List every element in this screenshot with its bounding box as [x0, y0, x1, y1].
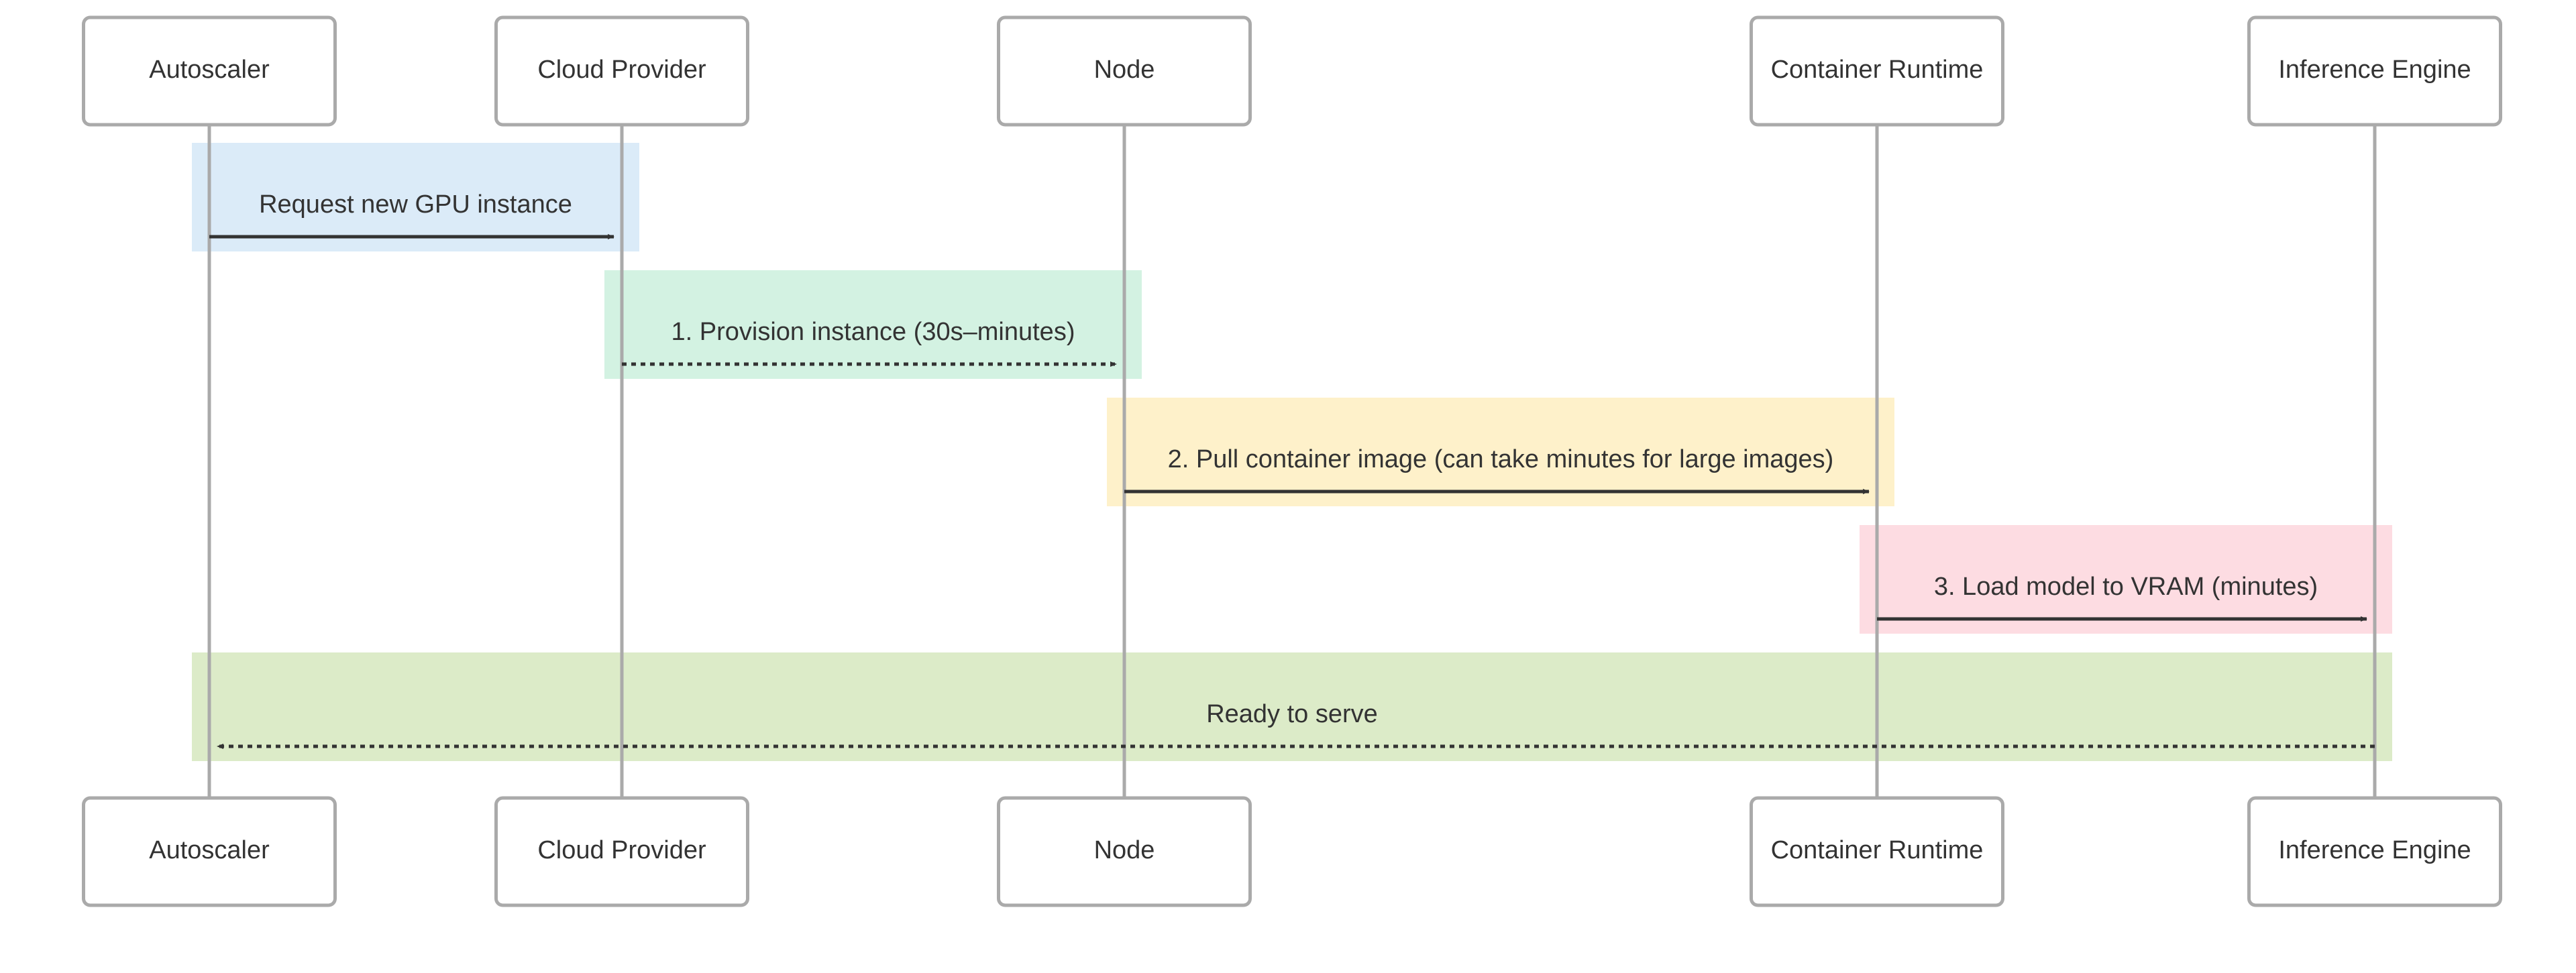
message-highlight [1107, 398, 1894, 506]
actor-box-frame [997, 15, 1252, 127]
lifelines-layer [207, 125, 2377, 798]
actor-label: Autoscaler [149, 56, 270, 84]
actor-box-autoscaler-bottom: Autoscaler [82, 796, 337, 907]
actor-label: Node [1094, 56, 1155, 84]
actor-box-frame [82, 796, 337, 907]
actor-box-frame [997, 796, 1252, 907]
message-highlight [1860, 525, 2392, 634]
message-label: Ready to serve [1206, 700, 1378, 728]
actor-box-node-bottom: Node [997, 796, 1252, 907]
actor-box-frame [494, 15, 749, 127]
actor-label: Inference Engine [2278, 836, 2471, 864]
message-highlight [192, 652, 2392, 761]
actor-label: Cloud Provider [537, 56, 706, 84]
actor-box-frame [494, 796, 749, 907]
actor-label: Node [1094, 836, 1155, 864]
messages-layer: Request new GPU instance 1. Provision ins… [209, 190, 2375, 749]
actor-box-cloud-provider-top: Cloud Provider [494, 15, 749, 127]
actor-label: Cloud Provider [537, 836, 706, 864]
actor-box-container-runtime-bottom: Container Runtime [1750, 796, 2004, 907]
actor-box-autoscaler-top: Autoscaler [82, 15, 337, 127]
highlights-layer [192, 143, 2392, 761]
message-label: 1. Provision instance (30s–minutes) [672, 318, 1075, 346]
actor-box-inference-engine-bottom: Inference Engine [2247, 796, 2502, 907]
actor-box-frame [1750, 15, 2004, 127]
actor-label: Container Runtime [1771, 836, 1984, 864]
actor-box-container-runtime-top: Container Runtime [1750, 15, 2004, 127]
message-highlight [604, 270, 1142, 379]
actor-label: Autoscaler [149, 836, 270, 864]
actor-box-node-top: Node [997, 15, 1252, 127]
message-label: Request new GPU instance [259, 190, 572, 219]
actor-box-frame [2247, 796, 2502, 907]
actor-box-inference-engine-top: Inference Engine [2247, 15, 2502, 127]
actor-box-frame [1750, 796, 2004, 907]
actor-box-frame [82, 15, 337, 127]
actor-box-cloud-provider-bottom: Cloud Provider [494, 796, 749, 907]
actor-box-frame [2247, 15, 2502, 127]
actor-label: Container Runtime [1771, 56, 1984, 84]
message-highlight [192, 143, 639, 251]
actor-label: Inference Engine [2278, 56, 2471, 84]
message-label: 3. Load model to VRAM (minutes) [1934, 573, 2318, 601]
message-label: 2. Pull container image (can take minute… [1168, 445, 1834, 473]
